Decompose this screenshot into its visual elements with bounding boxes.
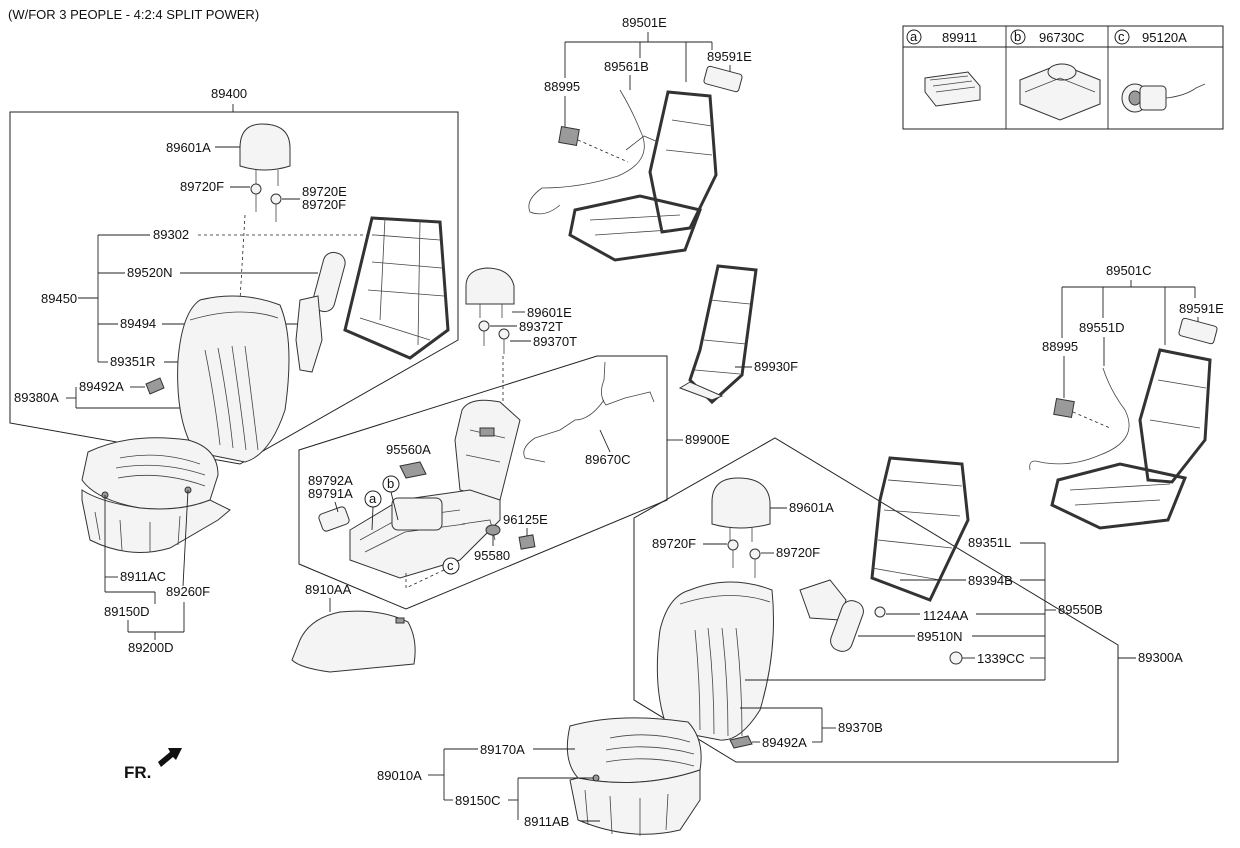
label-89501E: 89501E xyxy=(622,15,667,30)
armrest-cover-group: 8910AA xyxy=(291,582,416,673)
label-89720E-left: 89720E xyxy=(302,184,347,199)
left-backrest-cushion-drawing xyxy=(177,295,290,463)
label-89492A-right: 89492A xyxy=(762,735,807,750)
label-89351L: 89351L xyxy=(968,535,1011,550)
legend-c-circle xyxy=(1114,29,1130,45)
left-headrest-drawing xyxy=(239,123,291,171)
callout-c: c xyxy=(447,558,454,573)
label-89370B: 89370B xyxy=(838,720,883,735)
label-89670C: 89670C xyxy=(585,452,631,467)
direction-label: FR. xyxy=(124,763,151,782)
callout-c-circle xyxy=(442,557,460,575)
label-89170A: 89170A xyxy=(480,742,525,757)
label-89492A-left: 89492A xyxy=(79,379,124,394)
switch-module-drawing xyxy=(924,71,981,107)
center-top-frame-group: 89501E 88995 89561B 89591E xyxy=(528,15,752,262)
right-headrest-drawing xyxy=(711,477,771,529)
label-89260F: 89260F xyxy=(166,584,210,599)
label-89370T: 89370T xyxy=(533,334,577,349)
center-console-group: 89900E a b c 95560A 89670C 89792A 89791A xyxy=(298,355,730,610)
label-89200D: 89200D xyxy=(128,640,174,655)
legend-b-part: 96730C xyxy=(1039,30,1085,45)
label-96125E: 96125E xyxy=(503,512,548,527)
label-89720F-left-2: 89720F xyxy=(302,197,346,212)
legend-a-circle xyxy=(906,29,922,45)
label-8910AA: 8910AA xyxy=(305,582,352,597)
connector-plug-drawing xyxy=(1121,83,1206,113)
label-89450: 89450 xyxy=(41,291,77,306)
legend-b-circle xyxy=(1010,29,1026,45)
label-1339CC: 1339CC xyxy=(977,651,1025,666)
label-89561B: 89561B xyxy=(604,59,649,74)
label-89791A: 89791A xyxy=(308,486,353,501)
label-89591E-right: 89591E xyxy=(1179,301,1224,316)
left-seat-cushion-drawing xyxy=(81,437,219,510)
label-89400: 89400 xyxy=(211,86,247,101)
right-backrest-frame-drawing xyxy=(870,456,970,602)
label-8911AC: 8911AC xyxy=(120,569,166,584)
right-seat-back-group: 89300A 89601A 89720F 89720F 89351L 89394 xyxy=(633,437,1183,763)
backrest-frame-89930F-group: 89930F xyxy=(678,264,798,405)
legend-table: a 89911 b 96730C c 95120A xyxy=(902,25,1224,130)
label-95580: 95580 xyxy=(474,548,510,563)
legend-b-letter: b xyxy=(1014,29,1021,44)
label-89394B: 89394B xyxy=(968,573,1013,588)
legend-a-letter: a xyxy=(910,29,918,44)
label-89720F-left: 89720F xyxy=(180,179,224,194)
label-89601A-right: 89601A xyxy=(789,500,834,515)
left-seat-cushion-group: 8911AC 89150D 89260F 89200D xyxy=(81,437,231,655)
label-89150D: 89150D xyxy=(104,604,150,619)
console-base-drawing xyxy=(349,489,501,579)
legend-c-letter: c xyxy=(1118,29,1125,44)
center-headrest-drawing xyxy=(465,267,515,305)
label-89930F: 89930F xyxy=(754,359,798,374)
label-1124AA: 1124AA xyxy=(923,608,969,623)
label-89900E: 89900E xyxy=(685,432,730,447)
label-89302: 89302 xyxy=(153,227,189,242)
legend-a-part: 89911 xyxy=(942,30,977,45)
center-seat-cushion-group: 89170A 89010A 89150C 8911AB xyxy=(377,717,702,836)
center-seat-cushion-drawing xyxy=(566,717,702,783)
left-seat-back-group: 89400 89601A 89720F 89720E 89720F 89302 … xyxy=(9,86,459,465)
label-89720F-right-1: 89720F xyxy=(652,536,696,551)
right-backrest-cushion-drawing xyxy=(656,581,774,741)
label-89601A-left: 89601A xyxy=(166,140,211,155)
front-direction-indicator: FR. xyxy=(124,748,182,782)
armrest-cover-drawing xyxy=(291,610,416,673)
label-89520N: 89520N xyxy=(127,265,173,280)
center-headrest-group: 89601E 89372T 89370T xyxy=(465,267,577,410)
label-89601E: 89601E xyxy=(527,305,572,320)
right-frame-group: 89501C 88995 89551D 89591E xyxy=(1029,263,1224,530)
label-89591E-top: 89591E xyxy=(707,49,752,64)
header-note: (W/FOR 3 PEOPLE - 4:2:4 SPLIT POWER) xyxy=(8,7,259,22)
label-89720F-right-2: 89720F xyxy=(776,545,820,560)
label-89150C: 89150C xyxy=(455,793,501,808)
callout-b: b xyxy=(387,476,394,491)
label-8911AB: 8911AB xyxy=(524,814,569,829)
label-89501C: 89501C xyxy=(1106,263,1152,278)
label-89300A: 89300A xyxy=(1138,650,1183,665)
control-unit-drawing xyxy=(1019,63,1101,121)
legend-c-part: 95120A xyxy=(1142,30,1187,45)
label-89380A: 89380A xyxy=(14,390,59,405)
label-89550B: 89550B xyxy=(1058,602,1103,617)
label-95560A: 95560A xyxy=(386,442,431,457)
label-89792A: 89792A xyxy=(308,473,353,488)
label-89351R: 89351R xyxy=(110,354,156,369)
callout-a: a xyxy=(369,491,377,506)
label-89510N: 89510N xyxy=(917,629,963,644)
backrest-frame-drawing xyxy=(688,264,758,405)
label-89551D: 89551D xyxy=(1079,320,1125,335)
label-88995-right: 88995 xyxy=(1042,339,1078,354)
label-89494: 89494 xyxy=(120,316,156,331)
label-88995-top: 88995 xyxy=(544,79,580,94)
label-89010A: 89010A xyxy=(377,768,422,783)
direction-arrow-icon xyxy=(158,748,182,767)
center-armrest-back-drawing xyxy=(454,399,521,501)
label-89372T: 89372T xyxy=(519,319,563,334)
